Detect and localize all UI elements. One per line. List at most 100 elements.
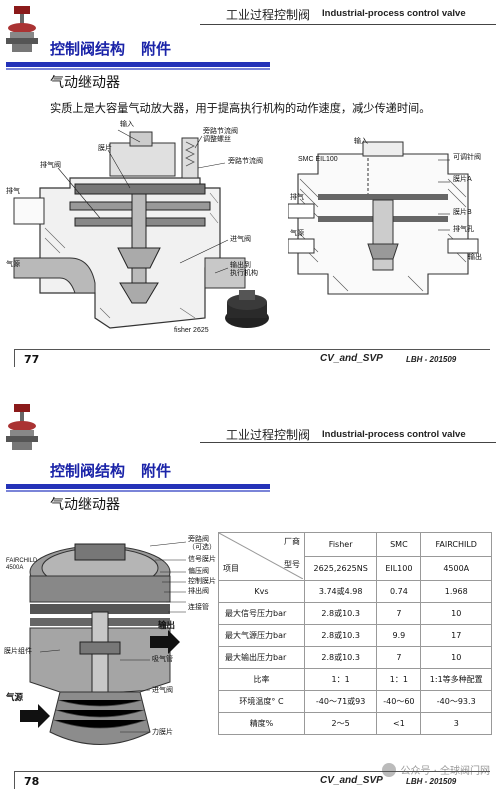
- corner-diagonal: [219, 533, 303, 579]
- wechat-icon: [382, 762, 397, 777]
- label-exhaust-hole: 排气孔: [453, 225, 474, 233]
- slide-title: 控制阀结构附件: [50, 38, 171, 59]
- label-needle-valve: 可调针阀: [453, 153, 481, 161]
- label-force-diaphragm: 力膜片: [152, 728, 173, 736]
- footer-rule: [14, 771, 490, 772]
- label-bypass-optional: 旁路阀 （可选）: [188, 535, 216, 551]
- label-bias-valve: 偏压阀: [188, 567, 209, 575]
- table-cell: 1：1: [376, 668, 422, 691]
- head-model: 型号: [284, 560, 300, 569]
- table-cell: 10: [420, 646, 492, 669]
- table-cell: 2～5: [303, 712, 378, 735]
- row-label: 最大信号压力bar: [218, 602, 305, 625]
- relay-spec-table: 厂商 型号 项目 Fisher SMC FAIRCHILD 2625,2625N…: [218, 532, 492, 735]
- label-intake-pipe: 吸气管: [152, 655, 173, 663]
- table-cell: <1: [376, 712, 422, 735]
- slide-gap: [0, 372, 496, 398]
- table-cell: 3: [420, 712, 492, 735]
- label-control-diaphragm: 控制膜片: [188, 577, 216, 585]
- footer-author: LBH - 201509: [406, 777, 457, 786]
- table-row: Kvs 3.74或4.98 0.74 1.968: [218, 580, 492, 603]
- header-rule: [200, 24, 496, 25]
- footer-rule: [14, 349, 490, 350]
- label-supply: 气源: [6, 260, 20, 268]
- label-diaphragm-b: 膜片B: [453, 208, 472, 216]
- smc-eil100-diagram: SMC EIL100 输入 可调针阀 膜片A 膜片B 排气孔 排气 气源 输出: [287, 134, 496, 302]
- label-model-fisher: fisher 2625: [174, 327, 209, 334]
- head-item: 项目: [223, 564, 239, 573]
- table-row: 环境温度° C -40～71或93 -40～60 -40～93.3: [218, 690, 492, 713]
- table-cell: 1:1等多种配置: [420, 668, 492, 691]
- header-title-en: Industrial-process control valve: [322, 429, 466, 440]
- label-supply: 气源: [6, 693, 24, 703]
- title-underline: [6, 62, 270, 67]
- table-cell: 2.8或10.3: [303, 602, 378, 625]
- label-exhaust-valve: 排气阀: [40, 161, 61, 169]
- table-cell: 3.74或4.98: [303, 580, 378, 603]
- head-vendor: 厂商: [284, 537, 300, 546]
- label-connector: 连接管: [188, 603, 209, 611]
- header-rule: [200, 442, 496, 443]
- table-cell: 7: [376, 646, 422, 669]
- label-diaphragm-assembly: 膜片组件: [4, 647, 32, 655]
- watermark: 公众号 · 全球阀门网: [382, 762, 490, 777]
- table-row: 最大气源压力bar 2.8或10.3 9.9 17: [218, 624, 492, 647]
- valve-logo-icon: [6, 404, 38, 450]
- watermark-text: 公众号 · 全球阀门网: [400, 762, 490, 777]
- slide-subtitle: 气动继动器: [50, 497, 120, 513]
- table-cell: 2.8或10.3: [303, 646, 378, 669]
- table-header-row-vendor: 厂商 型号 项目 Fisher SMC FAIRCHILD: [218, 532, 492, 581]
- title-underline-thin: [6, 68, 270, 70]
- table-cell: -40～60: [376, 690, 422, 713]
- table-row: 最大信号压力bar 2.8或10.3 7 10: [218, 602, 492, 625]
- label-model-smc: SMC EIL100: [298, 156, 338, 163]
- table-cell: 0.74: [376, 580, 422, 603]
- table-cell: 10: [420, 602, 492, 625]
- table-cell: 2.8或10.3: [303, 624, 378, 647]
- label-signal-diaphragm: 信号膜片: [188, 555, 216, 563]
- table-cell: -40～71或93: [303, 690, 378, 713]
- model-cell: 4500A: [420, 556, 492, 581]
- label-fairchild-brand: FAIRCHILD 4500A: [6, 558, 38, 571]
- header-title-en: Industrial-process control valve: [322, 8, 466, 19]
- table-cell: 1：1: [303, 668, 378, 691]
- footer-tick: [14, 349, 15, 367]
- footer-author: LBH - 201509: [406, 355, 457, 364]
- model-cell: EIL100: [376, 556, 422, 581]
- title-underline-thin: [6, 490, 270, 492]
- slide-description: 实质上是大容量气动放大器，用于提高执行机构的动作速度，减少传递时间。: [50, 102, 431, 115]
- table-cell: -40～93.3: [420, 690, 492, 713]
- valve-logo-icon: [6, 6, 38, 52]
- header-title-cn: 工业过程控制阀: [226, 8, 311, 22]
- label-bypass-valve: 旁路节流阀: [228, 157, 263, 165]
- label-smc-output: 输出: [468, 253, 482, 261]
- table-row: 最大输出压力bar 2.8或10.3 7 10: [218, 646, 492, 669]
- label-exhaust-valve-2: 排出阀: [188, 587, 209, 595]
- title-underline: [6, 484, 270, 489]
- label-input: 输入: [120, 120, 134, 128]
- table-cell: 1.968: [420, 580, 492, 603]
- label-diaphragm-a: 膜片A: [453, 175, 472, 183]
- slide-subtitle: 气动继动器: [50, 75, 120, 91]
- slide-title-sub: 附件: [141, 40, 172, 58]
- row-label: 最大输出压力bar: [218, 646, 305, 669]
- table-cell: 7: [376, 602, 422, 625]
- fisher-2625-diagram: 输入 旁路节流阀 调整螺丝 膜片 旁路节流阀 排气阀 排气 进气阀 气源 输出到…: [0, 118, 285, 348]
- table-header-row-model: 2625,2625NS EIL100 4500A: [219, 556, 492, 581]
- footer-tick: [14, 771, 15, 789]
- label-bypass-screw: 旁路节流阀 调整螺丝: [203, 127, 238, 143]
- vendor-cell: SMC: [376, 532, 422, 557]
- row-label: 比率: [218, 668, 305, 691]
- label-output: 输出: [158, 621, 176, 631]
- row-label: 环境温度° C: [218, 690, 305, 713]
- slide-77: 工业过程控制阀 Industrial-process control valve…: [0, 0, 496, 372]
- vendor-cell: Fisher: [303, 532, 378, 557]
- table-row: 比率 1：1 1：1 1:1等多种配置: [218, 668, 492, 691]
- label-smc-input: 输入: [354, 137, 368, 145]
- page-number: 78: [24, 775, 40, 788]
- slide-title-main: 控制阀结构: [50, 462, 126, 480]
- table-corner-cell: 厂商 型号 项目: [218, 532, 305, 581]
- fairchild-4500a-diagram: FAIRCHILD 4500A 旁路阀 （可选） 信号膜片 偏压阀 控制膜片 排…: [0, 532, 218, 772]
- label-supply-valve: 进气阀: [230, 235, 251, 243]
- row-label: 精度%: [218, 712, 305, 735]
